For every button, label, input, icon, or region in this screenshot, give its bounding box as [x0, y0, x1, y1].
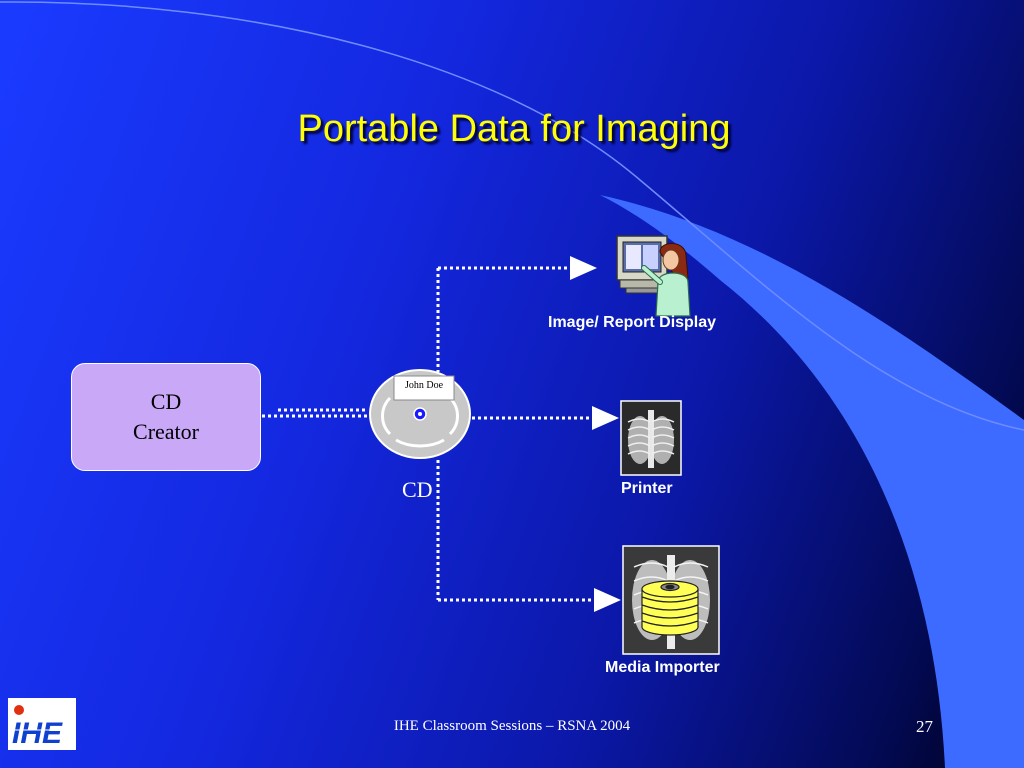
disc-label: John Doe [404, 380, 444, 391]
chest-xray-film-icon [620, 400, 682, 476]
ihe-logo-icon: IHE [8, 698, 76, 750]
swoosh-band [600, 195, 1024, 768]
target-label-importer: Media Importer [605, 659, 720, 676]
disc-stack-on-xray-icon [622, 545, 720, 655]
page-number: 27 [916, 717, 933, 736]
cd-creator-box: CD Creator [71, 363, 261, 471]
slide-title: Portable Data for Imaging [297, 108, 731, 150]
slide-footer: IHE Classroom Sessions – RSNA 2004 [393, 718, 631, 734]
radiologist-workstation-icon [616, 235, 691, 317]
target-label-display: Image/ Report Display [548, 314, 717, 331]
cd-media-label: CD [402, 477, 433, 502]
swoosh-line [0, 1, 1024, 431]
cd-creator-line2: Creator [133, 419, 199, 444]
ihe-logo: IHE [8, 698, 76, 750]
cd-creator-line1: CD [150, 389, 182, 414]
target-label-printer: Printer [621, 480, 673, 497]
cd-disc-icon [369, 369, 471, 459]
